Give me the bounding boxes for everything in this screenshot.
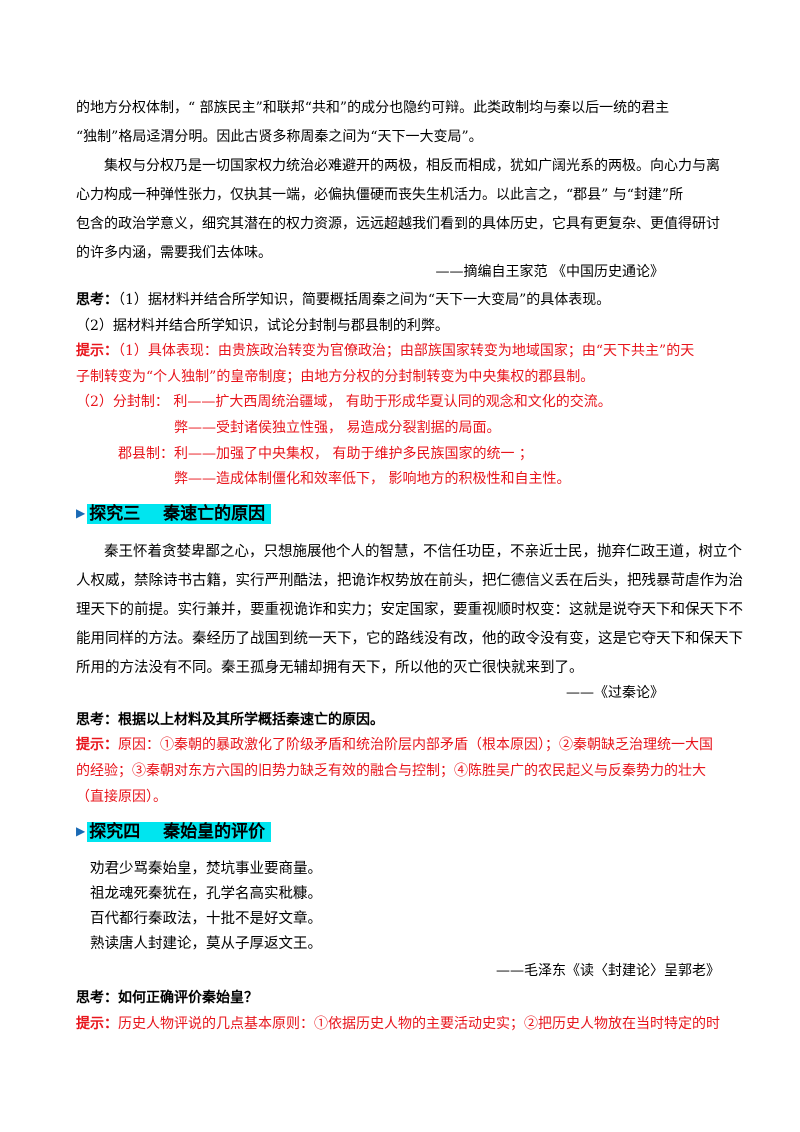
- section-title: 探究三 秦速亡的原因: [87, 504, 272, 524]
- material-line: 所用的方法没有不同。秦王孤身无辅却拥有天下，所以他的灭亡很快就来到了。: [76, 660, 584, 676]
- hint-label: 提示：: [76, 737, 118, 753]
- section-heading-3: ▶探究三 秦速亡的原因: [76, 500, 272, 526]
- poem-line: 百代都行秦政法，十批不是好文章。: [90, 911, 322, 927]
- hint-label: 提示：: [76, 343, 118, 359]
- triangle-icon: ▶: [76, 824, 86, 838]
- intro-line: 包含的政治学意义，细究其潜在的权力资源，远远超越我们看到的具体历史，它具有更复杂…: [76, 216, 720, 232]
- poem-line: 祖龙魂死秦犹在，孔学名高实秕糠。: [90, 886, 322, 902]
- intro-line: 集权与分权乃是一切国家权力统治必难避开的两极，相反而相成，犹如广阔光系的两极。向…: [104, 158, 720, 174]
- hint-line: 弊——受封诸侯独立性强， 易造成分裂割据的局面。: [174, 420, 501, 436]
- intro-line: “独制”格局迳渭分明。因此古贤多称周秦之间为“天下一大变局”。: [76, 129, 483, 145]
- section-title: 探究四 秦始皇的评价: [87, 822, 272, 842]
- hint-text: 历史人物评说的几点基本原则：①依据历史人物的主要活动史实；②把历史人物放在当时特…: [118, 1016, 720, 1032]
- source-citation: ——毛泽东《读〈封建论〉呈郭老》: [496, 963, 720, 979]
- think-label: 思考：: [76, 292, 118, 308]
- think-question-3: 思考：根据以上材料及其所学概括秦速亡的原因。: [76, 712, 384, 728]
- source-citation: ——摘编自王家范 《中国历史通论》: [435, 264, 664, 280]
- think-q2: （2）据材料并结合所学知识，试论分封制与郡县制的利弊。: [76, 318, 449, 334]
- material-line: 秦王怀着贪婪卑鄙之心，只想施展他个人的智慧，不信任功臣，不亲近士民，抛弃仁政王道…: [104, 544, 742, 560]
- hint-line: 弊——造成体制僵化和效率低下， 影响地方的积极性和自主性。: [174, 471, 571, 487]
- think-q1: （1）据材料并结合所学知识，简要概括周秦之间为“天下一大变局”的具体表现。: [118, 292, 611, 308]
- triangle-icon: ▶: [76, 506, 86, 520]
- source-citation: ——《过秦论》: [566, 685, 664, 701]
- material-line: 能用同样的方法。秦经历了战国到统一天下，它的路线没有改，他的政令没有变，这是它夺…: [76, 631, 743, 647]
- hint-line: 郡县制：利——加强了中央集权， 有助于维护多民族国家的统一 ；: [118, 446, 533, 462]
- hint-line: （直接原因）。: [76, 789, 167, 805]
- hint-text: 原因：①秦朝的暴政激化了阶级矛盾和统治阶层内部矛盾（根本原因）；②秦朝缺乏治理统…: [118, 737, 713, 753]
- poem-line: 劝君少骂秦始皇，焚坑事业要商量。: [90, 861, 322, 877]
- hint-line: 提示：原因：①秦朝的暴政激化了阶级矛盾和统治阶层内部矛盾（根本原因）；②秦朝缺乏…: [76, 735, 713, 755]
- hint-line: 提示：历史人物评说的几点基本原则：①依据历史人物的主要活动史实；②把历史人物放在…: [76, 1014, 720, 1034]
- hint-line: 提示：（1）具体表现：由贵族政治转变为官僚政治；由部族国家转变为地域国家；由“天…: [76, 341, 694, 361]
- material-line: 理天下的前提。实行兼并，要重视诡诈和实力；安定国家，要重视顺时权变：这就是说夺天…: [76, 602, 743, 618]
- think-question-1: 思考：（1）据材料并结合所学知识，简要概括周秦之间为“天下一大变局”的具体表现。: [76, 290, 610, 310]
- poem-line: 熟读唐人封建论，莫从子厚返文王。: [90, 936, 322, 952]
- think-question-4: 思考：如何正确评价秦始皇？: [76, 990, 258, 1006]
- hint-line: 的经验；③秦朝对东方六国的旧势力缺乏有效的融合与控制；④陈胜吴广的农民起义与反秦…: [76, 763, 706, 779]
- intro-line: 的许多内涵，需要我们去体味。: [76, 245, 272, 261]
- intro-line: 心力构成一种弹性张力，仅执其一端，必偏执僵硬而丧失生机活力。以此言之，“郡县” …: [76, 187, 684, 203]
- hint-line: 子制转变为“个人独制”的皇帝制度；由地方分权的分封制转变为中央集权的郡县制。: [76, 369, 595, 385]
- material-line: 人权威，禁除诗书古籍，实行严刑酷法，把诡诈权势放在前头，把仁德信义丢在后头，把残…: [76, 573, 743, 589]
- hint-line: （2）分封制： 利——扩大西周统治疆域， 有助于形成华夏认同的观念和文化的交流。: [76, 394, 612, 410]
- section-heading-4: ▶探究四 秦始皇的评价: [76, 818, 272, 844]
- hint-text: （1）具体表现：由贵族政治转变为官僚政治；由部族国家转变为地域国家；由“天下共主…: [118, 343, 695, 359]
- hint-label: 提示：: [76, 1016, 118, 1032]
- intro-line: 的地方分权体制，“ 部族民主”和联邦“共和”的成分也隐约可辩。此类政制均与秦以后…: [76, 100, 670, 116]
